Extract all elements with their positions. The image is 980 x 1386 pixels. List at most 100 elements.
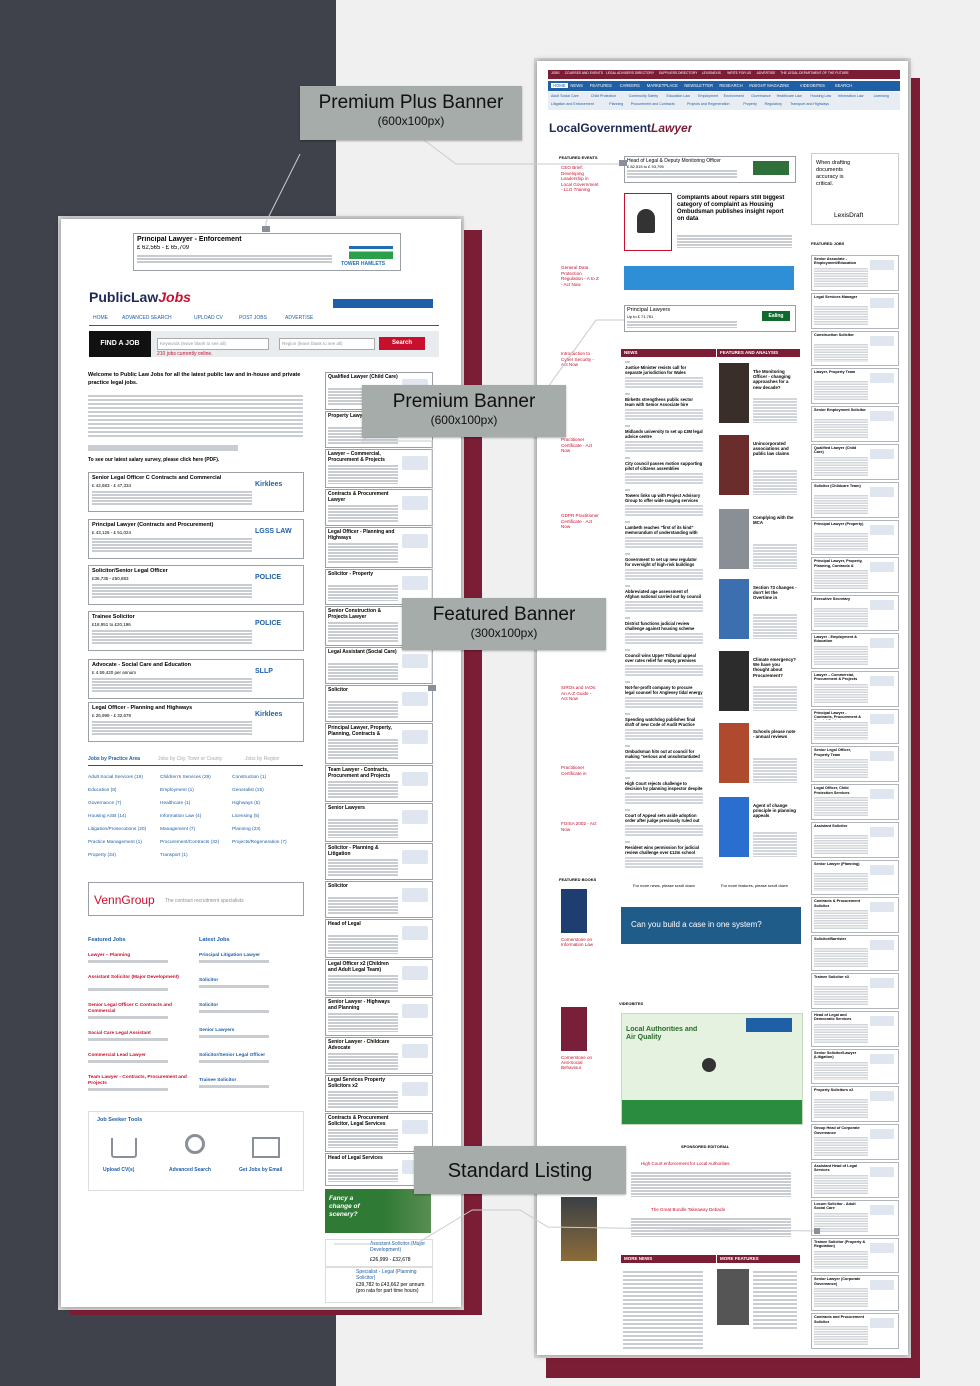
subnav-item[interactable]: Property [743, 102, 757, 106]
main-nav-item[interactable]: INSIGHT MAGAZINE [749, 83, 790, 88]
top-nav-item[interactable]: JOBS [551, 71, 560, 75]
practice-area-link[interactable]: Governance (7) [88, 801, 122, 806]
job-listing[interactable]: Solicitor/Senior Legal Officer£36,735 - … [88, 565, 304, 605]
job-listing[interactable]: Legal Officer - Planning and Highways£ 2… [88, 702, 304, 742]
more-news-link[interactable]: For more news, please scroll down [633, 883, 695, 888]
latest-job-link[interactable]: Principal Litigation Lawyer [199, 953, 261, 958]
news-headline[interactable]: Birketts strengthens public sector team … [625, 397, 693, 407]
job-listing[interactable]: Assistant Solicitor [811, 821, 899, 858]
subnav-item[interactable]: Environment [723, 94, 744, 98]
tab-city[interactable]: Jobs by City, Town or County [158, 756, 223, 762]
premium-plus-banner[interactable]: Head of Legal & Deputy Monitoring Office… [624, 156, 796, 183]
job-listing[interactable]: Locum Solicitor - Adult Social Care [811, 1199, 899, 1236]
nav-item[interactable]: ADVERTISE [285, 315, 314, 321]
practice-area-link[interactable]: Practice Management (1) [88, 840, 142, 845]
job-listing[interactable]: Head of Legal and Democratic Services [811, 1010, 899, 1047]
event-link[interactable]: Practitioner Certificate - Act Now [561, 437, 593, 454]
feature-image[interactable] [719, 797, 749, 857]
job-listing[interactable]: Principal Lawyer, Property, Planning, Co… [811, 557, 899, 594]
top-banner[interactable]: Principal Lawyer - Enforcement £ 62,565 … [133, 233, 401, 271]
video-player[interactable]: Local Authorities and Air Quality [621, 1013, 803, 1125]
subnav-item[interactable]: Procurement and Contracts [630, 102, 675, 106]
right-listing[interactable]: Solicitor [325, 881, 433, 918]
job-listing[interactable]: Construction Solicitor [811, 330, 899, 367]
keyword-input[interactable]: Keywords (leave blank to see all) [157, 338, 269, 350]
practice-area-link[interactable]: Management (7) [160, 827, 196, 832]
main-nav-item[interactable]: MARKETPLACE [646, 83, 678, 88]
fancy-change-banner[interactable]: Fancy a change of scenery? [325, 1189, 431, 1233]
event-link[interactable]: GDPR Practitioner Certificate - Act Now [561, 513, 599, 530]
job-listing[interactable]: Senior Legal Officer C Contracts and Com… [88, 472, 304, 512]
feature-headline[interactable]: The Monitoring Officer - changing approa… [753, 369, 791, 390]
news-headline[interactable]: Justice Minister resists call for separa… [625, 365, 687, 375]
top-nav-item[interactable]: LEXISNEXIS [701, 71, 721, 75]
practice-area-link[interactable]: Licensing (5) [232, 814, 260, 819]
standard-listing[interactable]: Specialist - Legal (Planning Solicitor) … [325, 1267, 433, 1303]
nav-item[interactable]: HOME [93, 315, 108, 321]
top-nav-item[interactable]: THE LEGAL DEPARTMENT OF THE FUTURE [780, 71, 849, 75]
top-nav-item[interactable]: LEGAL ADVISERS DIRECTORY [605, 71, 655, 75]
main-nav-item[interactable]: HOME [551, 83, 568, 88]
job-listing[interactable]: Principal Lawyer - Contracts, Procuremen… [811, 708, 899, 745]
practice-area-link[interactable]: Planning (23) [232, 827, 261, 832]
news-headline[interactable]: Resident wins permission for judicial re… [625, 845, 699, 855]
event-link[interactable]: SIROs and IAOs: An A-Z Guide - Act Now [561, 685, 597, 702]
salary-survey-link[interactable]: To see our latest salary survey, please … [88, 457, 220, 463]
news-headline[interactable]: Not-for-profit company to procure legal … [625, 685, 703, 695]
event-link[interactable]: FOISA 2002 - Act Now [561, 821, 597, 832]
practice-area-link[interactable]: Construction (1) [232, 775, 267, 780]
subnav-item[interactable]: Community Safety [628, 94, 658, 98]
job-listing[interactable]: Contracts and Procurement Solicitor [811, 1313, 899, 1349]
featured-job-link[interactable]: Assistant Solicitor (Major Development) [88, 975, 179, 980]
job-listing[interactable]: Senior Solicitor/Lawyer (Litigation) [811, 1048, 899, 1085]
subnav-item[interactable]: Healthcare Law [776, 94, 802, 98]
premium-banner[interactable]: Principal Lawyers Up to £ 71,781 Ealing [624, 305, 796, 332]
right-listing[interactable]: Legal Services Property Solicitors x2 [325, 1075, 433, 1112]
book-title[interactable]: Cornerstone on Anti-Social Behaviour [561, 1055, 593, 1070]
feature-image[interactable] [719, 509, 749, 569]
job-listing[interactable]: Trainee Solicitor (Property & Regulation… [811, 1237, 899, 1274]
sponsored-item[interactable]: The Great Bundle Takeaway Debacle [651, 1207, 726, 1212]
event-link[interactable]: General Data Protection Regulation - A t… [561, 265, 599, 287]
job-listing[interactable]: Legal Officer, Child Protection Services [811, 784, 899, 820]
right-listing[interactable]: Legal Officer x2 (Children and Adult Leg… [325, 959, 433, 996]
subnav-item[interactable]: Information Law [837, 94, 864, 98]
site-logo[interactable]: PublicLawJobs [89, 289, 191, 305]
tab-region[interactable]: Jobs by Region [245, 756, 280, 762]
subnav-item[interactable]: Planning [609, 102, 624, 106]
right-listing[interactable]: Head of Legal [325, 919, 433, 958]
subnav-item[interactable]: Projects and Regeneration [686, 102, 730, 106]
job-listing[interactable]: Property Solicitors x2 [811, 1086, 899, 1123]
feature-image[interactable] [719, 435, 749, 495]
right-listing[interactable]: Senior Lawyer - Childcare Advocate [325, 1037, 433, 1074]
news-headline[interactable]: Midlands university to set up £3M legal … [625, 429, 703, 439]
practice-area-link[interactable]: Housing ASB (14) [88, 814, 127, 819]
job-listing[interactable]: Lawyer - Employment & Education [811, 632, 899, 669]
practice-area-link[interactable]: Adult Social Services (19) [88, 775, 143, 780]
tool-jobs-email[interactable]: Get Jobs by Email [239, 1167, 283, 1173]
feature-article-title[interactable]: Complaints about repairs still biggest c… [677, 195, 785, 222]
practice-area-link[interactable]: Transport (1) [160, 853, 188, 858]
job-listing[interactable]: Qualified Lawyer (Child Care) [811, 443, 899, 480]
job-listing[interactable]: Senior Legal Officer, Property Team [811, 746, 899, 783]
tool-advanced-search[interactable]: Advanced Search [169, 1167, 211, 1173]
job-listing[interactable]: Lawyer, Property Team [811, 368, 899, 405]
main-nav-item[interactable]: NEWS [570, 83, 583, 88]
lexisdraft-ad[interactable]: When drafting documents accuracy is crit… [811, 153, 899, 225]
job-listing[interactable]: Senior Associate - Employment/Education [811, 255, 899, 291]
feature-image[interactable] [719, 363, 749, 423]
practice-area-link[interactable]: Education (8) [88, 788, 117, 793]
latest-job-link[interactable]: Solicitor/Senior Legal Officer [199, 1053, 266, 1058]
job-listing[interactable]: Senior Lawyer (Planning) [811, 859, 899, 896]
main-nav-item[interactable]: FEATURES [589, 83, 612, 88]
book-title[interactable]: Cornerstone on Information Law [561, 937, 594, 947]
news-headline[interactable]: Court of Appeal sets aside adoption orde… [625, 813, 700, 823]
top-nav-item[interactable]: WRITE FOR US [727, 71, 752, 75]
subnav-item[interactable]: Education Law [666, 94, 691, 98]
top-nav-item[interactable]: SUPPLIERS DIRECTORY [658, 71, 698, 75]
top-nav-item[interactable]: COURSES AND EVENTS [564, 71, 603, 75]
news-headline[interactable]: Spending watchdog publishes final draft … [625, 717, 696, 727]
practice-area-link[interactable]: Property (34) [88, 853, 116, 858]
top-nav-item[interactable]: ADVERTISE [756, 71, 776, 75]
